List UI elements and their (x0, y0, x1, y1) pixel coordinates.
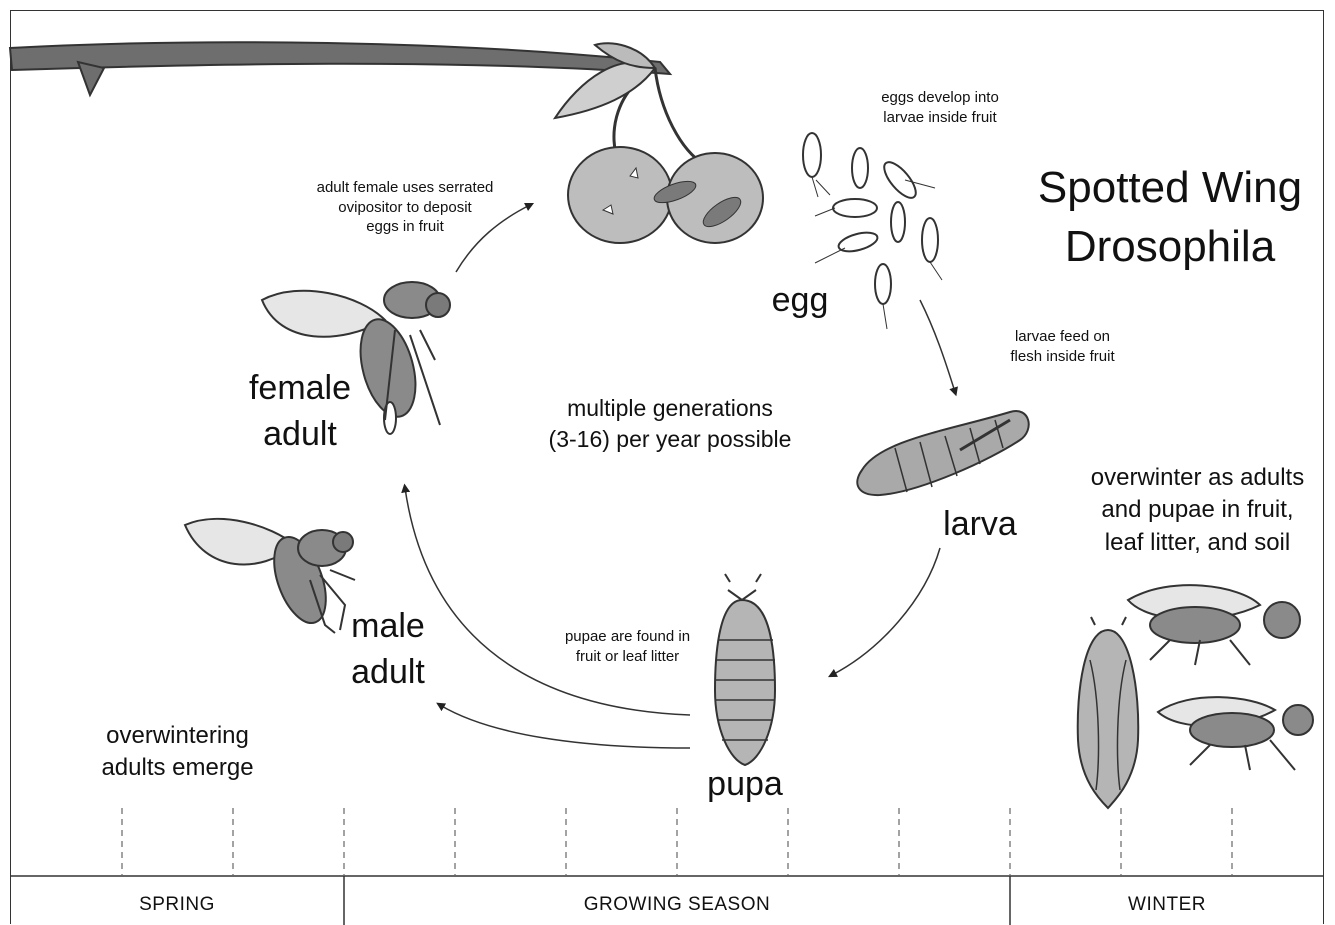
larvae-feed-line-1: larvae feed on (990, 327, 1135, 347)
female-adult-line-1: female (235, 366, 365, 412)
overwintering-pupa-icon (1078, 617, 1139, 808)
annotation-emerge: overwintering adults emerge (80, 720, 275, 785)
overwinter-line-2: and pupae in fruit, (1065, 494, 1330, 526)
annotation-overwinter: overwinter as adults and pupae in fruit,… (1065, 462, 1330, 559)
female-adult-line-2: adult (235, 412, 365, 458)
pupae-found-line-2: fruit or leaf litter (545, 647, 710, 667)
generations-line-1: multiple generations (520, 393, 820, 424)
male-adult-line-1: male (333, 604, 443, 650)
female-oviposit-line-1: adult female uses serrated (290, 178, 520, 198)
female-oviposit-line-3: eggs in fruit (290, 217, 520, 237)
title-line-1: Spotted Wing (1020, 158, 1320, 217)
overwintering-adult-flies-icon (1128, 585, 1313, 770)
pupa-icon (715, 574, 775, 765)
annotation-generations: multiple generations (3-16) per year pos… (520, 393, 820, 455)
branch-icon (10, 42, 670, 95)
male-adult-fly-icon (185, 519, 355, 633)
season-label-spring: SPRING (10, 894, 344, 916)
female-oviposit-line-2: ovipositor to deposit (290, 198, 520, 218)
annotation-pupae-found: pupae are found in fruit or leaf litter (545, 627, 710, 666)
season-label-growing-season: GROWING SEASON (344, 894, 1010, 916)
male-adult-line-2: adult (333, 650, 443, 696)
stage-label-larva: larva (925, 502, 1035, 548)
annotation-female-oviposit: adult female uses serrated ovipositor to… (290, 178, 520, 237)
larvae-feed-line-2: flesh inside fruit (990, 347, 1135, 367)
annotation-eggs-develop: eggs develop into larvae inside fruit (855, 88, 1025, 127)
emerge-line-2: adults emerge (80, 752, 275, 784)
overwinter-line-1: overwinter as adults (1065, 462, 1330, 494)
emerge-line-1: overwintering (80, 720, 275, 752)
stage-label-male-adult: male adult (333, 604, 443, 696)
eggs-develop-line-1: eggs develop into (855, 88, 1025, 108)
season-label-winter: WINTER (1010, 894, 1324, 916)
stage-label-pupa: pupa (690, 762, 800, 808)
stage-label-female-adult: female adult (235, 366, 365, 458)
diagram-title: Spotted Wing Drosophila (1020, 158, 1320, 277)
annotation-larvae-feed: larvae feed on flesh inside fruit (990, 327, 1135, 366)
larva-icon (857, 411, 1028, 495)
stage-label-egg: egg (760, 278, 840, 324)
overwinter-line-3: leaf litter, and soil (1065, 527, 1330, 559)
eggs-develop-line-2: larvae inside fruit (855, 108, 1025, 128)
pupae-found-line-1: pupae are found in (545, 627, 710, 647)
title-line-2: Drosophila (1020, 217, 1320, 276)
generations-line-2: (3-16) per year possible (520, 424, 820, 455)
